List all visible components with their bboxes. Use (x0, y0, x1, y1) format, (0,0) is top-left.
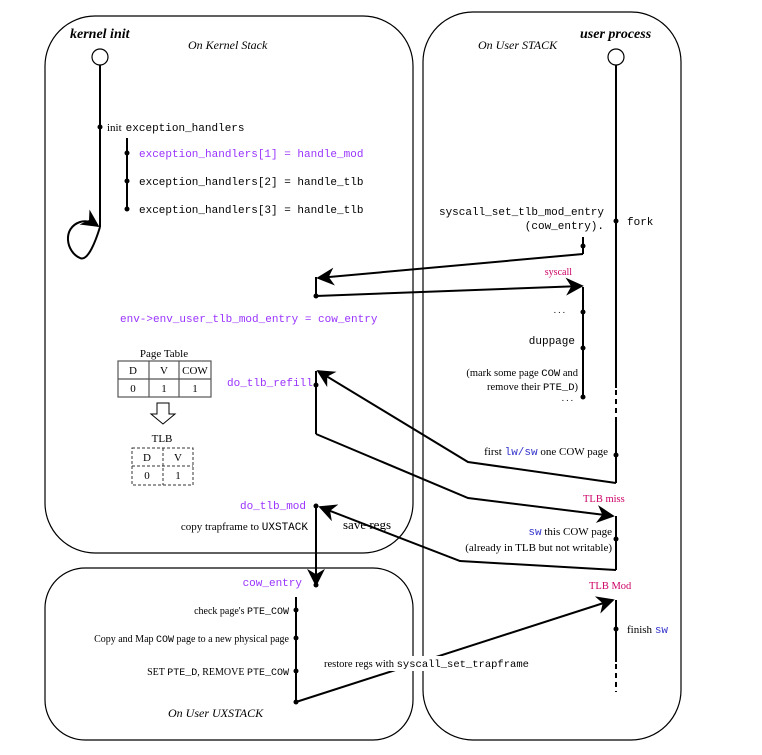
page-table-value-cow: 1 (192, 383, 198, 395)
ellipsis-2: . . . (562, 393, 573, 403)
set-pte-dot (293, 668, 299, 674)
page-table-title: Page Table (140, 348, 188, 360)
check-cow-label: check page's PTE_COW (194, 606, 289, 618)
page-table-header-v: V (160, 365, 168, 377)
tlb-mod-label: TLB Mod (589, 581, 632, 592)
save-regs-label: save regs (343, 517, 391, 532)
handler-2-label: exception_handlers[2] = handle_tlb (139, 177, 363, 189)
syscall-enter-arrow (316, 253, 584, 286)
user-stack-label: On User STACK (478, 38, 558, 52)
tlb-refill-return-arrow (315, 433, 615, 523)
tlb-value-d: 0 (144, 470, 150, 482)
kernel-init-title: kernel init (70, 27, 131, 42)
page-table-header-cow: COW (182, 365, 208, 377)
uxstack-label: On User UXSTACK (168, 706, 264, 720)
tlb-refill-dot (313, 382, 319, 388)
tlb-header-d: D (143, 452, 151, 464)
page-table-value-v: 1 (161, 383, 167, 395)
tlb-title: TLB (152, 433, 173, 445)
ellipsis-1: . . . (554, 305, 565, 315)
cow-entry-dot (313, 582, 319, 588)
cow-entry-label: cow_entry (243, 578, 303, 590)
tlb-value-v: 1 (175, 470, 181, 482)
handler-1-dot (124, 150, 130, 156)
finish-sw-label: finish sw (627, 624, 668, 637)
syscall-return-arrow (315, 277, 584, 297)
tlb-table (131, 447, 194, 486)
first-access-label: first lw/sw one COW page (484, 446, 608, 459)
page-table (117, 360, 212, 398)
tlb-header-v: V (174, 452, 182, 464)
handler-3-dot (124, 206, 130, 212)
handler-3-label: exception_handlers[3] = handle_tlb (139, 205, 363, 217)
syscall-stub-dot (580, 243, 586, 249)
set-pte-label: SET PTE_D, REMOVE PTE_COW (147, 667, 289, 679)
tlb-miss-label: TLB miss (583, 494, 625, 505)
page-table-header-d: D (129, 365, 137, 377)
tlb-miss-enter-arrow (316, 370, 617, 484)
kernel-stack-panel (44, 15, 414, 554)
syscall-set-tlb-mod-entry-line2: (cow_entry). (525, 221, 604, 233)
kernel-stack-label: On Kernel Stack (188, 38, 268, 52)
user-process-title: user process (580, 27, 652, 42)
do-tlb-refill-label: do_tlb_refill (227, 378, 313, 390)
syscall-label: syscall (545, 267, 572, 278)
mark-cow-line1: (mark some page COW and (466, 368, 578, 380)
kernel-loop-arrow (67, 209, 101, 260)
sw-line2: (already in TLB but not writable) (465, 542, 612, 554)
sw-line1: sw this COW page (528, 526, 612, 539)
handler-2-dot (124, 178, 130, 184)
first-access-dot (613, 452, 619, 458)
mark-cow-line2: remove their PTE_D) (487, 382, 579, 394)
check-cow-dot (293, 607, 299, 613)
handler-1-label: exception_handlers[1] = handle_mod (139, 149, 363, 161)
syscall-set-tlb-mod-entry-line1: syscall_set_tlb_mod_entry (439, 207, 604, 219)
copy-trapframe-label: copy trapframe to UXSTACK (181, 521, 309, 534)
fork-label: fork (627, 217, 654, 229)
finish-sw-dot (613, 626, 619, 632)
restore-regs-arrow (295, 596, 615, 703)
down-arrow-icon (149, 402, 177, 425)
init-dot (97, 124, 103, 130)
restore-label-bg (322, 656, 547, 671)
uxstack-panel (44, 567, 414, 741)
fork-dot (613, 218, 619, 224)
user-start-node (607, 48, 625, 66)
restore-regs-label: restore regs with syscall_set_trapframe (324, 659, 529, 671)
kernel-start-node (91, 48, 109, 66)
sw-dot (613, 536, 619, 542)
tlb-mod-enter-arrow (318, 504, 617, 571)
ellipsis-dot-1 (580, 309, 586, 315)
page-table-value-d: 0 (130, 383, 136, 395)
copy-map-label: Copy and Map COW page to a new physical … (94, 634, 289, 646)
copy-map-dot (293, 635, 299, 641)
env-assign-label: env->env_user_tlb_mod_entry = cow_entry (120, 314, 378, 326)
duppage-label: duppage (529, 336, 575, 348)
user-stack-panel (422, 11, 682, 741)
do-tlb-mod-label: do_tlb_mod (240, 501, 306, 513)
duppage-dot (580, 345, 586, 351)
fork-end-dot (580, 394, 586, 400)
